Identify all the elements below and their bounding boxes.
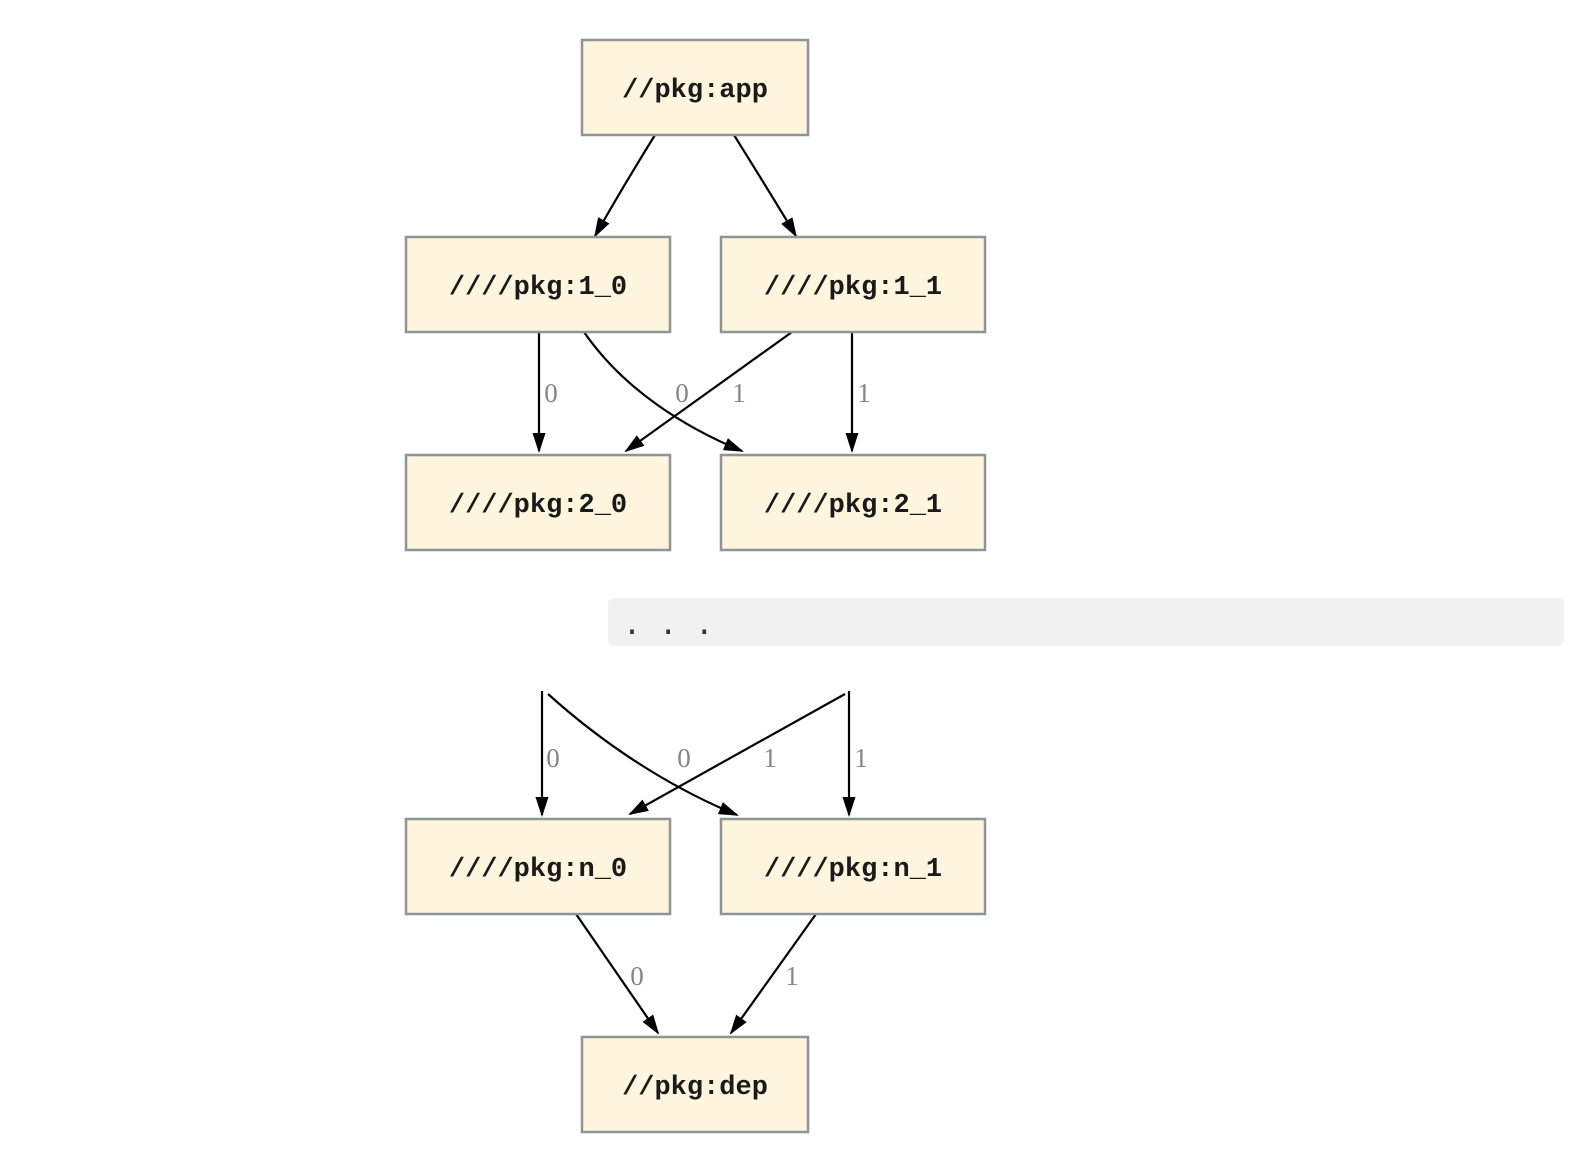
- edge-n_0-to-dep: [575, 913, 660, 1035]
- edge-label: 0: [677, 743, 691, 773]
- node-label: ////pkg:2_1: [764, 491, 942, 521]
- ellipsis-text: . . .: [623, 607, 714, 642]
- edge-label: 0: [546, 743, 560, 773]
- node-box: [404, 235, 672, 334]
- edge-app-to-1_0: [594, 134, 656, 238]
- node-box: [719, 817, 987, 916]
- node-n_1: ////pkg:n_1: [719, 817, 987, 916]
- ellipsis-block: . . .: [608, 598, 1564, 646]
- node-dep: //pkg:dep: [580, 1035, 810, 1134]
- edge-label-group: 0 1 0 1 0 1 0 1 0 1: [544, 378, 871, 991]
- node-box: [580, 38, 810, 137]
- edge-elided-to-n_0-cross: [628, 693, 846, 815]
- edge-label: 1: [732, 378, 746, 408]
- node-1_0: ////pkg:1_0: [404, 235, 672, 334]
- edge-1_1-to-2_0: [624, 331, 793, 453]
- edge-label: 1: [857, 378, 871, 408]
- node-2_1: ////pkg:2_1: [719, 453, 987, 552]
- node-group: //pkg:app ////pkg:1_0 ////pkg:1_1 ////pk…: [404, 38, 987, 1134]
- node-box: [719, 235, 987, 334]
- edge-label: 1: [785, 961, 799, 991]
- node-label: ////pkg:1_1: [764, 273, 942, 303]
- edge-group: [532, 134, 859, 1035]
- edge-label: 0: [630, 961, 644, 991]
- node-2_0: ////pkg:2_0: [404, 453, 672, 552]
- node-box: [719, 453, 987, 552]
- node-label: ////pkg:n_1: [764, 855, 942, 885]
- node-label: ////pkg:n_0: [449, 855, 627, 885]
- edge-label: 0: [544, 378, 558, 408]
- edge-label: 0: [675, 378, 689, 408]
- edge-elided-to-n_1-cross: [547, 693, 739, 817]
- node-n_0: ////pkg:n_0: [404, 817, 672, 916]
- node-box: [404, 453, 672, 552]
- node-box: [580, 1035, 810, 1134]
- node-label: ////pkg:1_0: [449, 273, 627, 303]
- node-app: //pkg:app: [580, 38, 810, 137]
- node-label: //pkg:dep: [622, 1073, 768, 1103]
- node-label: ////pkg:2_0: [449, 491, 627, 521]
- edge-label: 1: [854, 743, 868, 773]
- edge-app-to-1_1: [733, 134, 798, 238]
- node-box: [404, 817, 672, 916]
- edge-n_1-to-dep: [729, 913, 817, 1035]
- node-1_1: ////pkg:1_1: [719, 235, 987, 334]
- edge-1_0-to-2_1: [583, 331, 744, 453]
- edge-label: 1: [763, 743, 777, 773]
- node-label: //pkg:app: [622, 76, 768, 106]
